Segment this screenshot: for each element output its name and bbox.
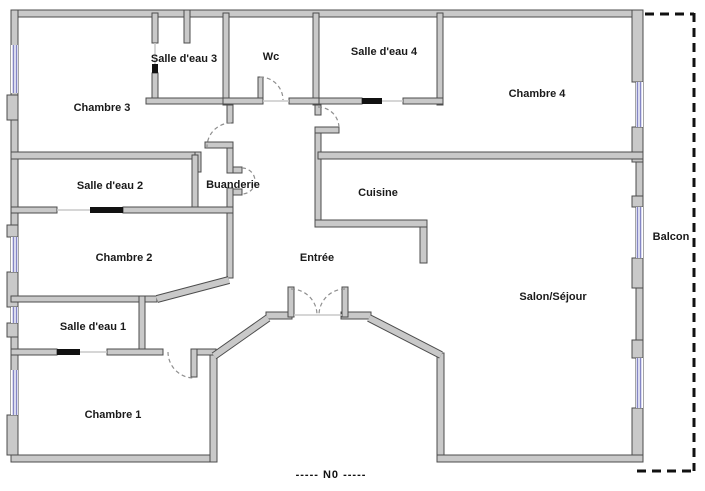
- room-label-cuisine: Cuisine: [358, 187, 398, 199]
- room-label-salle-deau-1: Salle d'eau 1: [59, 321, 127, 333]
- room-label-salon-sejour: Salon/Séjour: [519, 291, 587, 303]
- balcony-outline: [637, 12, 696, 473]
- diagonal-walls: [155, 276, 443, 360]
- room-label-chambre-1: Chambre 1: [84, 409, 142, 421]
- windows: [11, 45, 643, 415]
- room-label-wc: Wc: [262, 51, 280, 63]
- room-label-salle-deau-4: Salle d'eau 4: [350, 46, 418, 58]
- room-label-chambre-3: Chambre 3: [73, 102, 131, 114]
- door-openings: [57, 43, 403, 353]
- room-label-salle-deau-2: Salle d'eau 2: [76, 180, 144, 192]
- compass-orientation-label: ----- N0 -----: [295, 469, 367, 481]
- room-label-entree: Entrée: [299, 252, 335, 264]
- room-label-buanderie: Buanderie: [206, 179, 260, 191]
- door-swing-arcs: [167, 76, 346, 379]
- door-leaves: [57, 64, 382, 355]
- room-label-chambre-2: Chambre 2: [95, 252, 153, 264]
- room-label-chambre-4: Chambre 4: [508, 88, 566, 100]
- walls: [6, 9, 644, 463]
- room-label-balcon: Balcon: [652, 231, 690, 243]
- room-label-salle-deau-3: Salle d'eau 3: [150, 53, 218, 65]
